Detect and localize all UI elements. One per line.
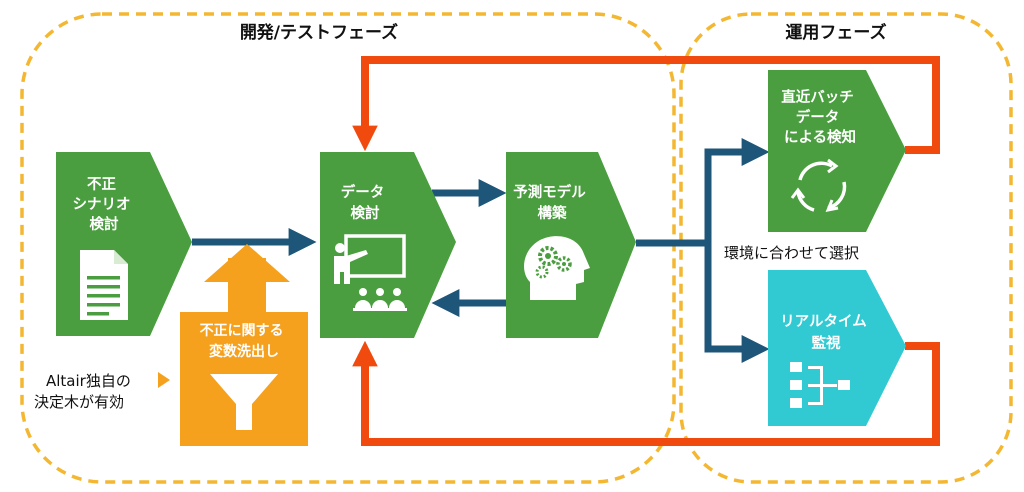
document-icon [80, 250, 128, 320]
altair-pointer-icon [158, 372, 170, 388]
variable-wash-box[interactable]: 不正に関する 変数洗出し [180, 312, 308, 446]
dev-phase-title: 開発/テストフェーズ [240, 22, 398, 43]
batch-detect-box[interactable]: 直近バッチ データ による検知 [768, 70, 906, 232]
model-build-box[interactable]: 予測モデル 構築 [506, 152, 636, 338]
realtime-monitor-label: リアルタイム 監視 [780, 313, 872, 352]
funnel-icon [210, 374, 278, 430]
brain-gears-icon [524, 236, 590, 300]
arrow-branch-to-realtime [704, 240, 770, 363]
feedback-loop-bottom [352, 340, 940, 446]
data-review-label: データ 検討 [341, 183, 390, 222]
select-note: 環境に合わせて選択 [724, 244, 859, 262]
presentation-icon [334, 234, 407, 311]
ops-phase-title: 運用フェーズ [785, 22, 886, 43]
feedback-loop-top [352, 56, 940, 154]
fraud-scenario-label: 不正 シナリオ 検討 [72, 176, 135, 233]
fraud-scenario-box[interactable]: 不正 シナリオ 検討 [56, 152, 192, 336]
model-build-label: 予測モデル 構築 [513, 183, 591, 222]
tree-diagram-icon [790, 362, 850, 408]
altair-note: Altair独自の 決定木が有効 [34, 372, 136, 411]
realtime-monitor-box[interactable]: リアルタイム 監視 [768, 270, 906, 426]
refresh-cycle-icon [790, 158, 847, 213]
data-review-box[interactable]: データ 検討 [320, 152, 456, 338]
batch-detect-label: 直近バッチ データ による検知 [781, 88, 859, 146]
dev-phase-boundary [20, 12, 676, 484]
variable-wash-label: 不正に関する 変数洗出し [200, 323, 289, 360]
arrow-branch-to-batch [704, 138, 770, 246]
ops-phase-boundary [679, 12, 1013, 484]
